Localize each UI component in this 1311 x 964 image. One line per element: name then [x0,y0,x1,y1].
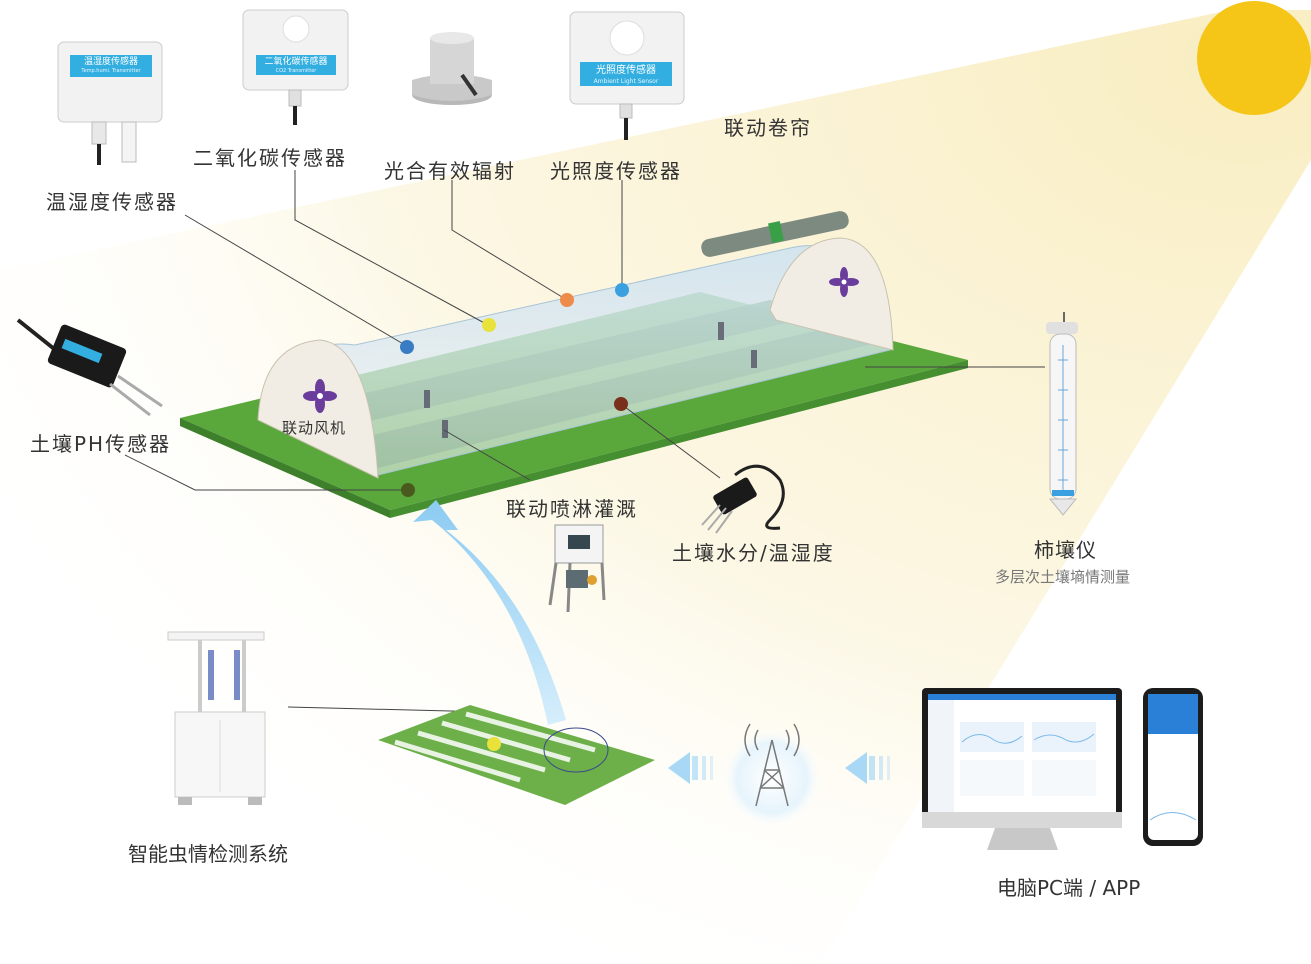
dot-par [560,293,574,307]
light-sensor-device [569,11,685,140]
pest-monitor-device [167,631,266,805]
sprinkler-heads [424,322,757,438]
label-temp-humidity-sensor: 温湿度传感器 [46,190,178,214]
label-light-sensor: 光照度传感器 [550,159,682,183]
light-device-label: 光照度传感器 [596,65,656,76]
light-device-sublabel: Ambient Light Sensor [593,78,659,85]
dot-light [615,283,629,297]
dot-soil-moisture [614,397,628,411]
dot-soil-ph [401,483,415,497]
signal-arrow-right [845,752,890,784]
pc-monitor-icon [922,688,1122,850]
fan-icon-front [303,379,337,413]
soil-moisture-probe [701,464,785,534]
label-soil-moisture-temp: 土壤水分/温湿度 [672,541,835,565]
fan-icon-back [829,267,859,297]
co2-device-sublabel: CO2 Transmitter [275,68,317,74]
par-sensor-device [412,32,492,105]
sun [1197,1,1311,115]
soil-profile-meter-device [1046,312,1078,516]
label-linked-fan: 联动风机 [282,419,347,437]
soil-ph-probe [16,318,163,417]
co2-device [242,9,349,125]
upward-arrow [413,500,566,725]
co2-device-label: 二氧化碳传感器 [264,57,328,67]
label-co2-sensor: 二氧化碳传感器 [193,146,347,170]
label-pest-monitor: 智能虫情检测系统 [128,842,288,866]
label-soil-profile-sub: 多层次土壤墒情测量 [995,568,1131,586]
signal-tower-icon [744,723,800,807]
label-soil-profile-meter: 柿壤仪 [1034,538,1097,562]
temp-humidity-device-sublabel: Temp.humi. Transmitter [81,68,141,74]
signal-arrow-left [668,752,713,784]
label-par-radiation: 光合有效辐射 [384,159,516,183]
sprinkler-controller [548,524,606,613]
curtain-roller [701,211,849,257]
label-soil-ph-sensor: 土壤PH传感器 [30,432,172,456]
mini-farm-field [378,705,655,805]
label-linked-sprinkler: 联动喷淋灌溉 [506,497,638,521]
greenhouse-back-arch [769,237,894,351]
label-pc-app: 电脑PC端 / APP [997,876,1141,900]
phone-icon [1143,688,1203,846]
dot-temp-humidity [400,340,414,354]
dot-co2 [482,318,496,332]
temp-humidity-device-label: 温湿度传感器 [83,57,138,67]
light-beam [0,10,1311,964]
temp-humidity-device [57,41,163,165]
label-linked-curtain: 联动卷帘 [724,116,812,140]
